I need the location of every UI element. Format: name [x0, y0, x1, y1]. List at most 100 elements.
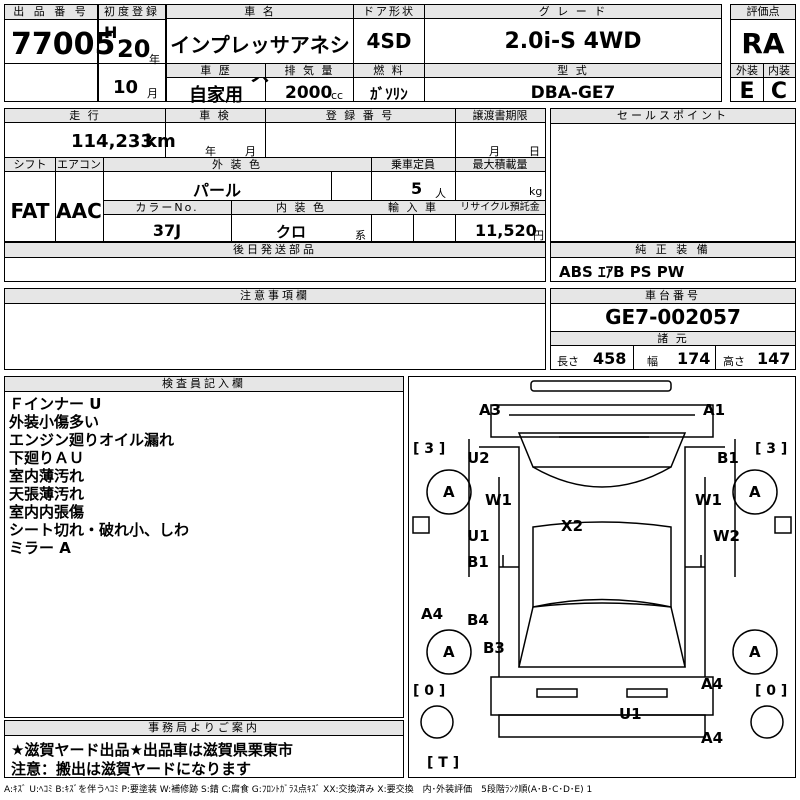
length: 458	[593, 349, 627, 368]
door-type: 4SD	[366, 29, 412, 53]
mark-a-front-right: A	[749, 483, 761, 501]
length-label: 長さ	[557, 355, 579, 368]
recycle-label: リサイクル預託金	[460, 202, 540, 213]
mark-a-rear-left: A	[443, 643, 455, 661]
sales-point-block: セールスポイント	[550, 108, 796, 242]
mark-x2: X2	[561, 517, 584, 535]
car-diagram: [ 3 ] [ 3 ] [ 0 ] [ 0 ] [ T ] A3 A1 U2 B…	[408, 376, 796, 778]
color-no: 37J	[152, 221, 182, 240]
history: 自家用	[189, 85, 243, 106]
chassis-block: 車台番号 GE7-002057 諸 元 長さ 458 幅 174 高さ 147	[550, 288, 796, 370]
mileage-unit: km	[145, 131, 176, 152]
legend: A:ｷｽﾞ U:ﾍｺﾐ B:ｷｽﾞを伴うﾍｺﾐ P:要塗装 W:補修跡 S:錆 …	[4, 785, 593, 795]
first-reg-cell: 初度登録 H 20 年 10 月	[98, 4, 166, 102]
mark-u1-bottom: U1	[619, 705, 642, 723]
shift: FAT	[10, 199, 50, 223]
exterior-color: パール	[192, 181, 241, 200]
capacity: 5	[411, 179, 423, 198]
reg-month: 10	[113, 77, 139, 98]
mark-w1-right: W1	[695, 491, 722, 509]
detail-block: 走 行 車 検 登 録 番 号 譲渡書期限 114,233 km 年 月 月 日…	[4, 108, 546, 242]
lot-cell: 出 品 番 号 77005	[4, 4, 115, 102]
ac: AAC	[56, 199, 102, 223]
bracket-front-left: [ 3 ]	[413, 441, 446, 457]
shift-label: シフト	[13, 158, 47, 171]
mark-a-front-left: A	[443, 483, 455, 501]
office-label: 事務局よりご案内	[5, 721, 403, 736]
car-diagram-svg	[412, 380, 792, 739]
bracket-bottom: [ T ]	[427, 755, 460, 771]
capacity-label: 乗車定員	[391, 158, 435, 171]
transfer-month: 月	[489, 145, 500, 158]
displacement-unit: cc	[331, 89, 344, 102]
office-line-1: ★滋賀ヤード出品★出品車は滋賀県栗東市	[11, 741, 293, 759]
door-label: ドア形状	[363, 5, 415, 18]
mileage-label: 走 行	[69, 109, 101, 122]
score-block: 評価点 RA 外装 内装 E C	[730, 4, 796, 104]
displacement-label: 排 気 量	[284, 64, 335, 77]
inspector-block: 検査員記入欄 Ｆインナー U 外装小傷多い エンジン廻りオイル漏れ 下廻りＡＵ …	[4, 376, 404, 718]
color-label: 外 装 色	[212, 158, 262, 171]
mark-b1-right: B1	[717, 449, 739, 467]
inspector-line: シート切れ・破れ小、しわ	[9, 521, 190, 539]
inspector-label: 検査員記入欄	[5, 377, 403, 392]
inspector-line: 天張薄汚れ	[9, 485, 85, 503]
bracket-rear-left: [ 0 ]	[413, 683, 446, 699]
later-parts-block: 後日発送部品	[4, 242, 546, 282]
year-unit: 年	[149, 53, 160, 66]
inspector-line: 外装小傷多い	[9, 413, 100, 431]
int-label: 内装	[768, 64, 790, 77]
mark-b1-left: B1	[467, 553, 489, 571]
displacement: 2000	[285, 83, 333, 103]
inspection-label: 車 検	[199, 109, 231, 122]
ext-score: E	[739, 79, 755, 104]
int-score: C	[770, 79, 788, 104]
era: H	[104, 23, 118, 42]
color-no-label: カラーNo.	[135, 201, 199, 214]
inspector-line: 室内薄汚れ	[9, 467, 85, 485]
office-block: 事務局よりご案内 ★滋賀ヤード出品★出品車は滋賀県栗東市 注意：搬出は滋賀ヤード…	[4, 720, 404, 778]
capacity-unit: 人	[435, 187, 446, 200]
inspector-line: ミラー A	[9, 539, 71, 557]
inspector-line: 下廻りＡＵ	[9, 449, 85, 467]
lot-label: 出 品 番 号	[5, 5, 97, 20]
insp-year-unit: 年	[205, 145, 216, 158]
reg-year: 20	[117, 35, 151, 63]
notes-block: 注意事項欄	[4, 288, 546, 370]
equipment-block: 純 正 装 備 ABS ｴｱB PS PW	[550, 242, 796, 282]
mark-b4: B4	[467, 611, 489, 629]
recycle-unit: 円	[533, 229, 544, 242]
mark-a4-left: A4	[421, 605, 444, 623]
car-name-label: 車 名	[244, 5, 276, 18]
sales-point-label: セールスポイント	[551, 109, 795, 124]
inspector-line: 室内内張傷	[9, 503, 85, 521]
transfer-day: 日	[529, 145, 540, 158]
mark-w2: W2	[713, 527, 740, 545]
office-line-2: 注意：搬出は滋賀ヤードになります	[11, 760, 252, 778]
width-label: 幅	[647, 355, 658, 368]
ext-label: 外装	[736, 64, 758, 77]
bracket-rear-right: [ 0 ]	[755, 683, 788, 699]
fuel-label: 燃 料	[373, 64, 405, 77]
bracket-front-right: [ 3 ]	[755, 441, 788, 457]
insp-month-unit: 月	[245, 145, 256, 158]
height-label: 高さ	[723, 355, 745, 368]
transfer-label: 譲渡書期限	[472, 109, 528, 122]
score: RA	[741, 27, 785, 60]
mark-u1-left: U1	[467, 527, 490, 545]
history-label: 車 歴	[200, 64, 232, 77]
first-reg-label: 初度登録	[99, 5, 165, 20]
lot-number: 77005	[11, 27, 116, 62]
int-color: クロ	[275, 223, 306, 241]
mark-a4-right: A4	[701, 675, 724, 693]
import-label: 輸 入 車	[388, 201, 438, 214]
chassis-label: 車台番号	[551, 289, 795, 304]
fuel: ｶﾞｿﾘﾝ	[370, 85, 408, 103]
mark-a-rear-right: A	[749, 643, 761, 661]
reg-no-label: 登 録 番 号	[325, 109, 395, 122]
equipment: ABS ｴｱB PS PW	[559, 263, 685, 281]
mark-a3: A3	[479, 401, 502, 419]
grade: 2.0i-S 4WD	[504, 29, 642, 54]
score-label: 評価点	[731, 5, 795, 20]
ac-label: エアコン	[57, 158, 101, 171]
